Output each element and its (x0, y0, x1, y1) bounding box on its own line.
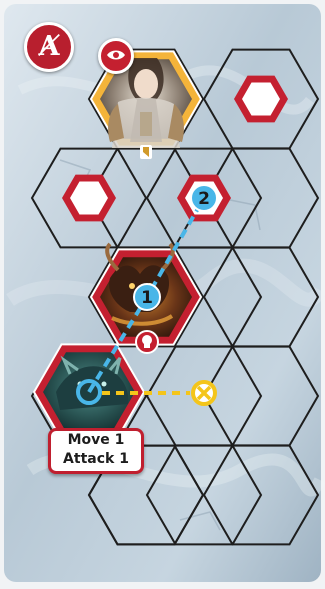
cross-icon (196, 385, 212, 401)
skull-icon (142, 335, 152, 345)
obstacle-marker-face (70, 181, 108, 215)
path-origin-marker (76, 379, 102, 405)
path-step-marker[interactable]: 1 (133, 283, 161, 311)
hex-grid (30, 48, 320, 546)
game-logo: Ⱥ (24, 22, 74, 72)
action-summary-label: Move 1 Attack 1 (48, 428, 144, 474)
path-step-marker[interactable]: 2 (190, 184, 218, 212)
fantasy-a-emblem-icon: Ⱥ (38, 31, 60, 62)
attack-value: Attack 1 (63, 451, 129, 467)
hero-token[interactable] (89, 50, 203, 159)
path-step-number: 2 (198, 189, 210, 209)
attack-target-marker[interactable] (191, 380, 217, 406)
path-step-number: 1 (141, 288, 153, 308)
move-value: Move 1 (67, 432, 125, 448)
obstacle-marker-face (242, 82, 280, 116)
eye-icon (107, 50, 125, 60)
visibility-toggle[interactable] (98, 38, 134, 74)
